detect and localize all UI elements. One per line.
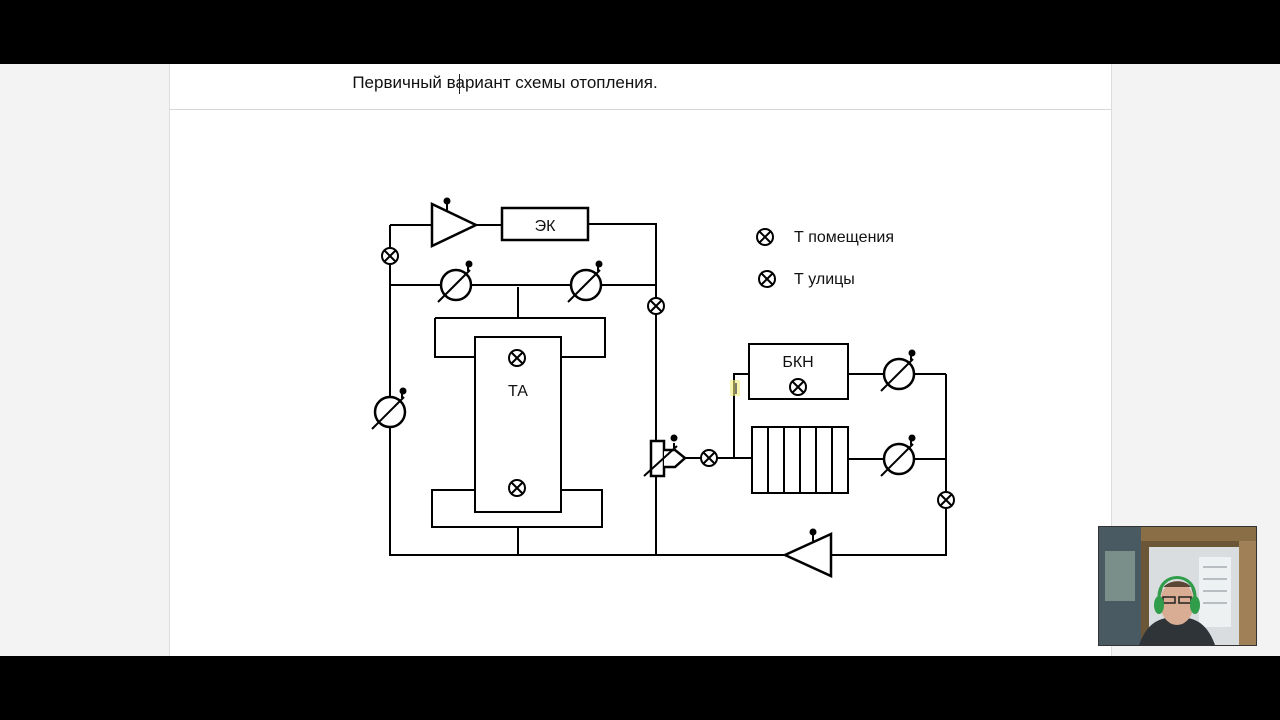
- heat-accumulator-label: ТА: [508, 383, 528, 400]
- legend: Т помещения Т улицы: [756, 228, 894, 288]
- temperature-sensor-icon: [508, 349, 526, 367]
- webcam-overlay: [1098, 526, 1257, 646]
- legend-room-temp-label: Т помещения: [794, 229, 894, 246]
- temperature-sensor-icon: [789, 378, 807, 396]
- temperature-sensor-icon: [937, 491, 955, 509]
- page-break-line: [170, 109, 1111, 110]
- document-viewport: [0, 64, 1280, 656]
- pipe-network: [389, 223, 947, 556]
- circulation-pump-bottom-icon: [781, 528, 833, 578]
- electric-boiler: ЭК: [500, 206, 590, 242]
- control-valve-icon: [436, 259, 474, 304]
- mixing-valve-icon: [643, 434, 687, 478]
- legend-outdoor-temp-label: Т улицы: [794, 271, 855, 288]
- indirect-tank-label: БКН: [782, 354, 813, 371]
- control-valve-icon: [566, 259, 604, 304]
- circulation-pump-top-icon: [430, 197, 479, 248]
- mouse-cursor-icon: [730, 380, 740, 396]
- legend-outdoor-temp-icon: [758, 270, 776, 288]
- document-page: [169, 64, 1112, 656]
- boiler-label: ЭК: [535, 218, 557, 235]
- text-cursor: [459, 74, 460, 94]
- heat-accumulator: ТА: [431, 317, 606, 528]
- temperature-sensor-icon: [647, 297, 665, 315]
- radiator-icon: [751, 426, 849, 494]
- control-valve-icon: [879, 433, 917, 478]
- control-valve-icon: [879, 348, 917, 393]
- temperature-sensor-icon: [508, 479, 526, 497]
- temperature-sensor-icon: [700, 449, 718, 467]
- legend-room-temp-icon: [756, 228, 774, 246]
- temperature-sensor-icon: [381, 247, 399, 265]
- page-title: Первичный вариант схемы отопления.: [352, 73, 658, 92]
